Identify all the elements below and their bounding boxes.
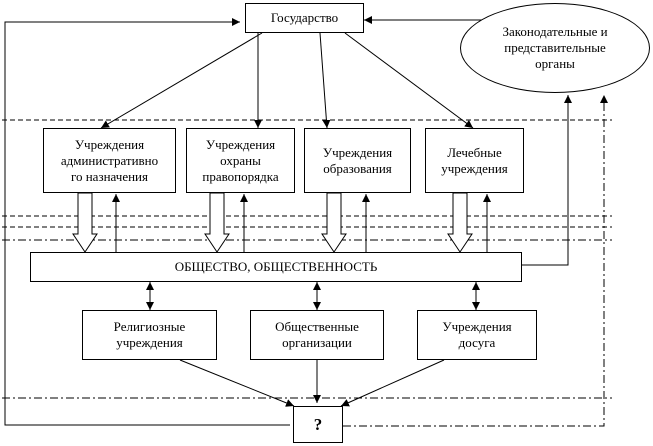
node-medical: Лечебные учреждения [425, 128, 524, 193]
arrow-leisure-question [340, 359, 445, 407]
node-admin-institutions: Учреждения административно го назначения [43, 128, 176, 193]
hollow-arrow-education [321, 192, 347, 253]
question-legislative-link [343, 95, 608, 427]
node-legislative: Законодательные и представительные орган… [460, 3, 650, 93]
state-arrows [100, 16, 488, 129]
hollow-arrow-admin [72, 192, 98, 253]
hollow-arrow-law [204, 192, 230, 253]
arrow-state-medical [344, 32, 474, 129]
hollow-arrow-medical [447, 192, 473, 253]
arrow-religious-question [179, 359, 295, 407]
node-education: Учреждения образования [304, 128, 411, 193]
question-arrows [179, 359, 445, 407]
node-state: Государство [245, 3, 364, 33]
node-religious: Религиозные учреждения [82, 310, 217, 360]
arrow-state-education [319, 32, 331, 129]
hollow-arrows [72, 192, 473, 253]
node-public-organizations: Общественные организации [250, 310, 384, 360]
separator-lines [2, 119, 612, 399]
double-arrows [146, 282, 480, 310]
arrow-state-admin [100, 32, 263, 129]
feedback-arrows [112, 194, 491, 252]
node-question: ? [293, 406, 343, 443]
node-society: ОБЩЕСТВО, ОБЩЕСТВЕННОСТЬ [30, 252, 522, 282]
left-feedback-loop [4, 18, 290, 426]
society-legislative-link [522, 95, 572, 266]
node-leisure: Учреждения досуга [417, 310, 537, 360]
node-law-enforcement: Учреждения охраны правопорядка [186, 128, 295, 193]
